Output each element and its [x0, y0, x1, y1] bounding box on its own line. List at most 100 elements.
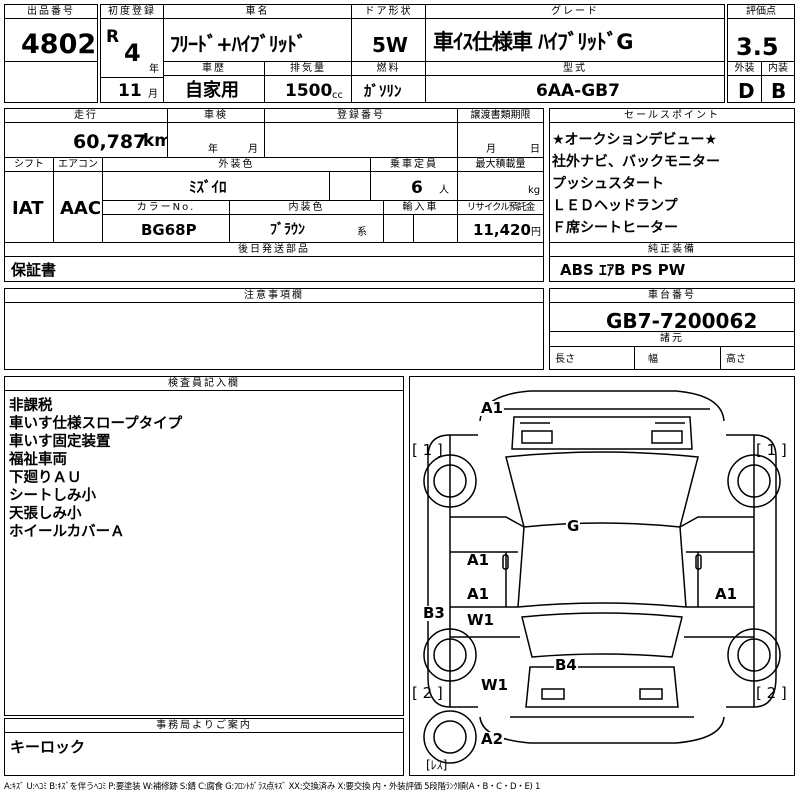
model-label: 型式 [563, 63, 587, 74]
car-name-label: 車名 [245, 6, 270, 17]
sales-point-4: ＬＥＤヘッドランプ [552, 198, 678, 214]
damage-mark-left-side: B3 [422, 604, 446, 622]
transfer-day-unit: 日 [530, 144, 540, 155]
inspector-notes-list: 非課税 車いす仕様スロープタイプ 車いす固定装置 福祉車両 下廻りＡＵ シートし… [9, 397, 182, 541]
interior-color: ﾌﾞﾗｳﾝ [270, 222, 305, 238]
office-notice-box: 事務局よりご案内 キーロック [4, 718, 404, 776]
era: R [106, 27, 120, 47]
inspector-note: ホイールカバーＡ [9, 524, 125, 540]
damage-mark-rear: B4 [554, 656, 578, 674]
interior-grade-label: 内装 [768, 63, 788, 74]
score: 3.5 [736, 33, 779, 61]
inspector-note: 車いす固定装置 [9, 434, 111, 450]
inspection-label: 車検 [204, 110, 228, 121]
capacity-label: 乗車定員 [390, 159, 438, 170]
shift-cell: シフト IAT [4, 157, 54, 243]
first-registration-cell: 初度登録 R 4 年 11 月 [100, 4, 164, 103]
later-parts-label: 後日発送部品 [238, 244, 310, 255]
exterior-grade-label: 外装 [734, 63, 755, 74]
sales-points-label: セールスポイント [624, 110, 720, 121]
inspection-cell: 車検 年 月 [167, 108, 265, 158]
transfer-month-unit: 月 [486, 144, 496, 155]
damage-mark-left-door: A1 [466, 585, 491, 603]
damage-mark-rear-bumper: A2 [480, 730, 505, 748]
max-load-unit: kg [528, 185, 541, 196]
model: 6AA-GB7 [536, 81, 620, 101]
damage-mark-left-door-repair: W1 [466, 611, 495, 629]
fuel-label: 燃料 [376, 63, 401, 74]
transfer-deadline-label: 譲渡書類期限 [470, 110, 531, 121]
car-damage-diagram: [ 1 ] [ 1 ] [ 2 ] [ 2 ] [ﾚｽ] A1 G A1 A1 … [409, 376, 795, 776]
grade-label: グレード [551, 6, 599, 17]
shift: IAT [12, 198, 44, 219]
registration-number-label: 登録番号 [337, 110, 385, 121]
body-color: ﾐｽﾞｲﾛ [189, 178, 227, 196]
height-label: 高さ [726, 354, 746, 365]
notes-label: 注意事項欄 [244, 290, 304, 301]
capacity: 6 [411, 178, 423, 198]
color-number: BG68P [141, 221, 197, 239]
notes-box: 注意事項欄 [4, 288, 544, 370]
displacement: 1500 [285, 81, 333, 101]
grade: 車ｲｽ仕様車 ﾊｲﾌﾞﾘｯﾄﾞG [433, 30, 634, 54]
width-label: 幅 [648, 354, 658, 365]
recycle-label: リサイクル預託金 [466, 202, 536, 213]
sales-point-3: プッシュスタート [552, 176, 664, 192]
aircon-label: エアコン [58, 159, 98, 170]
damage-mark-front-bumper: A1 [480, 399, 505, 417]
sales-point-1: ★オークションデビュー★ [552, 132, 718, 148]
grade-cell: グレード 車ｲｽ仕様車 ﾊｲﾌﾞﾘｯﾄﾞG [425, 4, 725, 62]
legend: A:ｷｽﾞ U:ﾍｺﾐ B:ｷｽﾞを伴うﾍｺﾐ P:要塗装 W:補修跡 S:錆 … [4, 782, 541, 792]
office-notice-label: 事務局よりご案内 [156, 720, 252, 731]
front-right-wheel-bracket: [ 1 ] [756, 441, 787, 459]
inspector-note: 天張しみ小 [9, 506, 82, 522]
color-number-label: カラーNo. [136, 202, 196, 213]
lot-number-cell: 出品番号 4802 [4, 4, 98, 62]
sales-point-5: Ｆ席シートヒーター [552, 220, 678, 236]
history: 自家用 [185, 80, 239, 101]
inspector-note: 下廻りＡＵ [9, 470, 82, 486]
history-label: 車歴 [202, 63, 226, 74]
inspector-note: シートしみ小 [9, 488, 96, 504]
registration-number-cell: 登録番号 [264, 108, 458, 158]
recycle-cell: リサイクル預託金 11,420 円 [457, 200, 544, 243]
model-cell: 型式 6AA-GB7 [425, 61, 725, 103]
history-cell: 車歴 自家用 [163, 61, 265, 103]
aircon: AAC [60, 198, 102, 219]
capacity-unit: 人 [439, 185, 449, 196]
shift-label: シフト [14, 159, 44, 170]
interior-grade-cell: 内装 B [761, 61, 795, 103]
max-load-cell: 最大積載量 kg [457, 157, 544, 201]
chassis-number-box: 車台番号 GB7-7200062 諸元 長さ 幅 高さ [549, 288, 795, 370]
rear-left-wheel-bracket: [ 2 ] [412, 684, 443, 702]
chassis-number-label: 車台番号 [648, 290, 696, 301]
lot-number-label: 出品番号 [27, 6, 75, 17]
exterior-grade-cell: 外装 D [727, 61, 762, 103]
lot-number: 4802 [21, 29, 97, 60]
interior-grade: B [771, 79, 787, 103]
interior-color-unit: 系 [357, 227, 367, 238]
car-outline [423, 390, 781, 764]
month-unit: 月 [148, 89, 158, 100]
damage-mark-left-fender: A1 [466, 551, 491, 569]
displacement-cell: 排気量 1500 cc [264, 61, 352, 103]
car-name-cell: 車名 ﾌﾘｰﾄﾞ+ﾊｲﾌﾞﾘｯﾄﾞ [163, 4, 352, 62]
registration-year: 4 [124, 39, 141, 67]
score-cell: 評価点 3.5 [727, 4, 795, 62]
interior-color-cell: 内装色 ﾌﾞﾗｳﾝ 系 [229, 200, 384, 243]
recycle-unit: 円 [531, 227, 541, 238]
body-color-cell: 外装色 ﾐｽﾞｲﾛ [102, 157, 371, 201]
inspector-notes-box: 検査員記入欄 非課税 車いす仕様スロープタイプ 車いす固定装置 福祉車両 下廻り… [4, 376, 404, 716]
recycle-fee: 11,420 [473, 221, 531, 239]
length-label: 長さ [555, 354, 575, 365]
registration-month: 11 [118, 81, 142, 101]
exterior-grade: D [738, 79, 755, 103]
mileage-label: 走行 [74, 110, 98, 121]
front-left-wheel-bracket: [ 1 ] [412, 441, 443, 459]
car-name: ﾌﾘｰﾄﾞ+ﾊｲﾌﾞﾘｯﾄﾞ [170, 32, 307, 56]
chassis-number: GB7-7200062 [606, 309, 758, 333]
mileage-unit: km [143, 131, 173, 151]
inspection-year-unit: 年 [208, 144, 218, 155]
damage-mark-right-door: A1 [714, 585, 739, 603]
import-cell: 輸入車 [383, 200, 458, 243]
